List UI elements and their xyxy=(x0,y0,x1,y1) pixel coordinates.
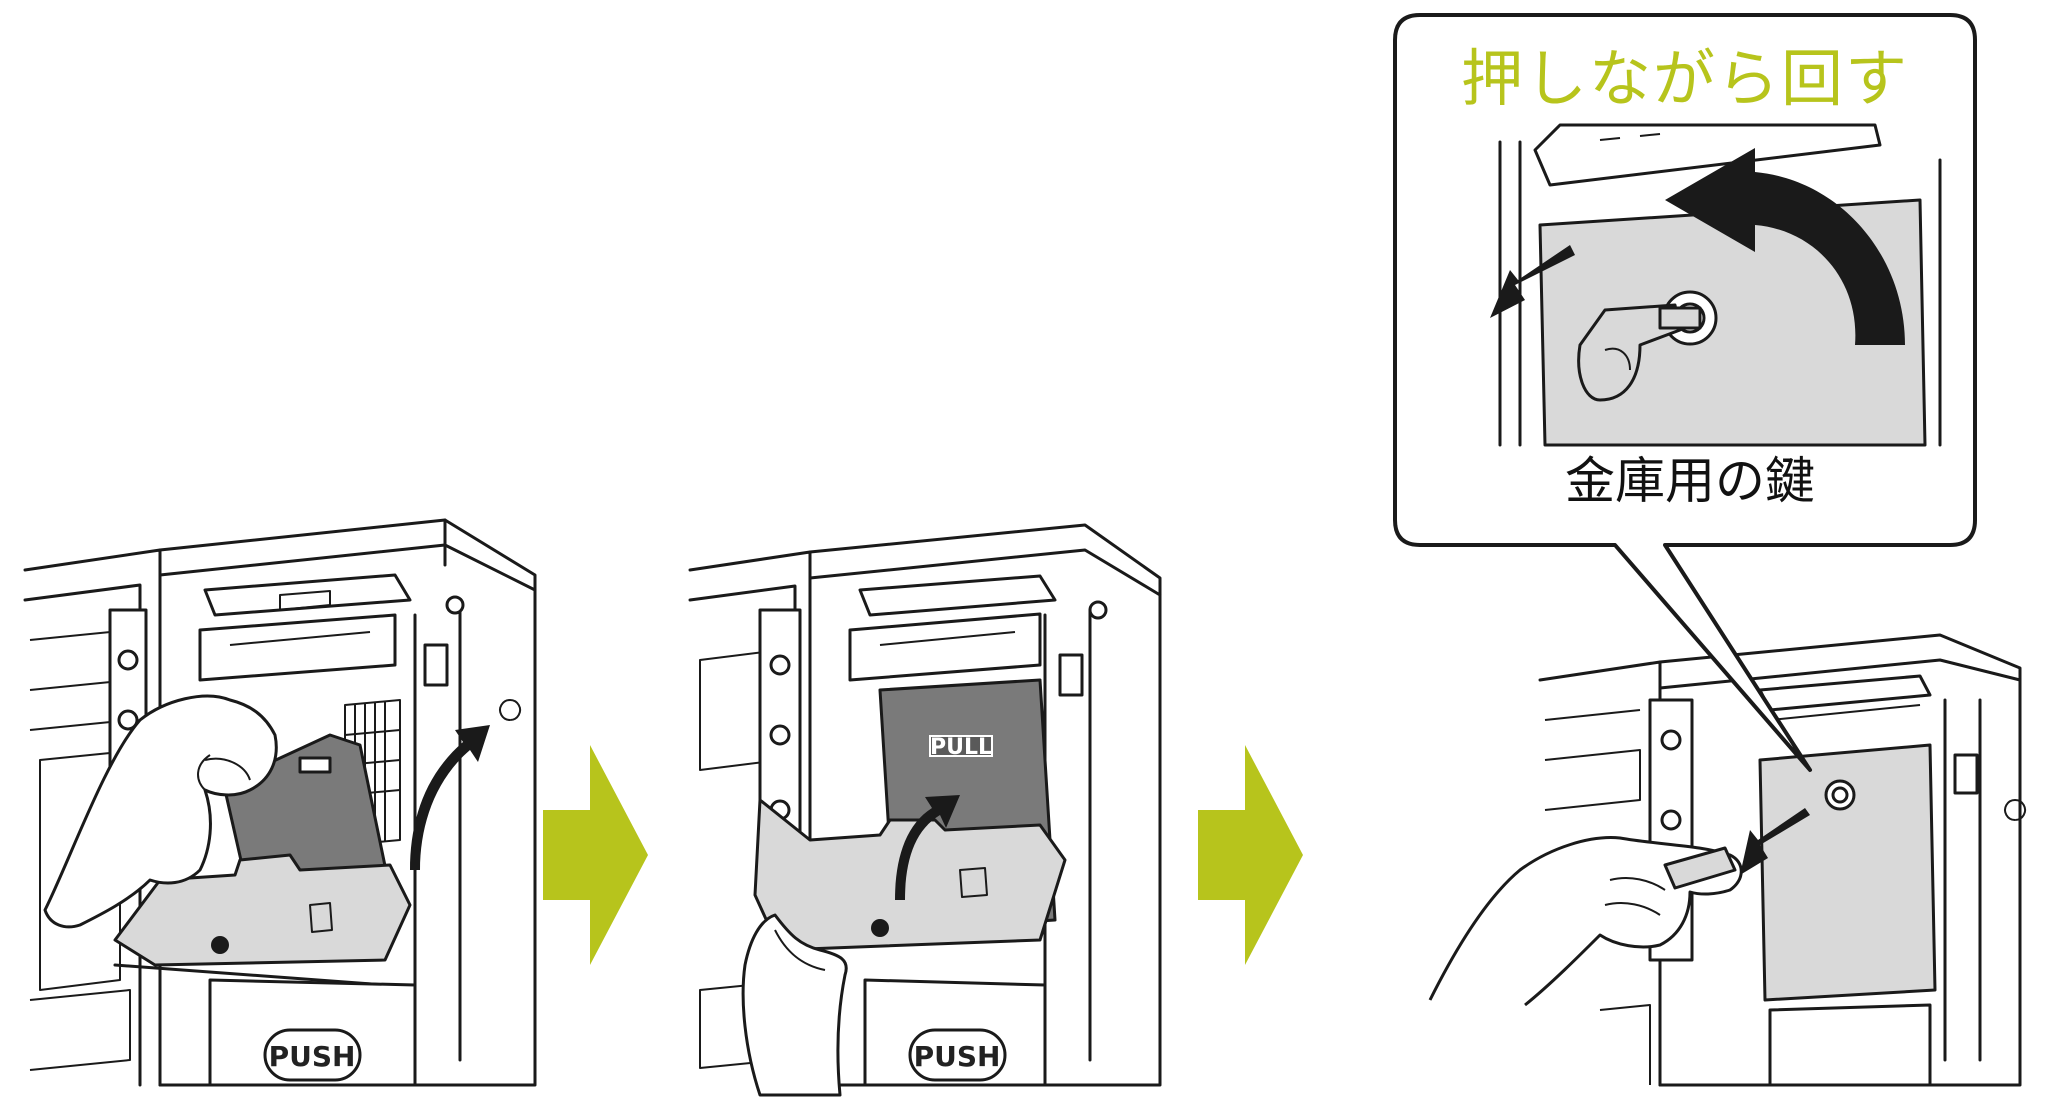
arrow-right-icon xyxy=(1198,745,1303,965)
arrow-right-icon xyxy=(543,745,648,965)
push-label-2: PUSH xyxy=(914,1040,1001,1073)
curved-arrow-icon xyxy=(1665,148,1905,345)
step-1-illustration: PUSH xyxy=(23,518,537,1087)
pull-label: PULL xyxy=(930,735,992,760)
key-inset-illustration xyxy=(1490,123,1942,447)
callout-caption: 金庫用の鍵 xyxy=(1565,452,1815,510)
callout-bubble: 押しながら回す 金庫用の鍵 xyxy=(1393,13,1977,772)
step-2-illustration: PULL PUSH xyxy=(688,523,1162,1097)
callout-title: 押しながら回す xyxy=(1461,42,1909,115)
step-3-illustration xyxy=(1428,633,2027,1087)
push-label-1: PUSH xyxy=(269,1040,356,1073)
push-arrow-icon xyxy=(1490,245,1575,318)
push-arrow-icon xyxy=(1740,808,1810,875)
